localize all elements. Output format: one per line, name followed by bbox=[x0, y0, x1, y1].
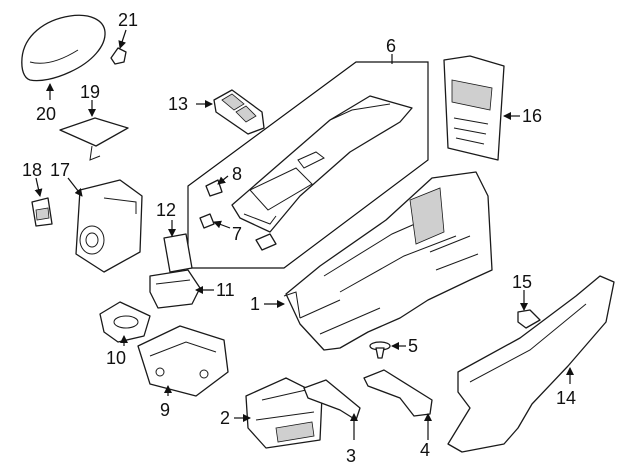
armrest-lid-part bbox=[21, 14, 106, 82]
tray-11-part bbox=[149, 269, 201, 309]
callout-8: 8 bbox=[232, 164, 242, 184]
side-trim-part bbox=[447, 275, 615, 453]
callout-3: 3 bbox=[346, 446, 356, 466]
callout-14: 14 bbox=[556, 388, 576, 408]
callout-6: 6 bbox=[386, 36, 396, 56]
storage-bin-part bbox=[75, 179, 143, 273]
callout-7: 7 bbox=[232, 224, 242, 244]
callout-11: 11 bbox=[216, 280, 235, 300]
side-panel-part bbox=[443, 55, 505, 161]
cupholder-insert-part bbox=[99, 301, 151, 343]
support-bracket-part bbox=[245, 377, 323, 449]
callout-16: 16 bbox=[522, 106, 542, 126]
callout-10: 10 bbox=[106, 348, 126, 368]
clip-7-part bbox=[199, 213, 277, 251]
callout-17: 17 bbox=[50, 160, 70, 180]
lower-housing-part bbox=[137, 325, 229, 397]
bracket-4-part bbox=[363, 369, 433, 417]
callout-15: 15 bbox=[512, 272, 532, 292]
callout-13: 13 bbox=[168, 94, 188, 114]
callout-1: 1 bbox=[250, 294, 260, 314]
clip-15-part bbox=[517, 309, 541, 329]
block-18-part bbox=[31, 197, 53, 227]
callout-12: 12 bbox=[156, 200, 176, 220]
callout-5: 5 bbox=[408, 336, 418, 356]
mat-pad-part bbox=[59, 117, 129, 161]
switch-assembly-part bbox=[213, 89, 265, 135]
callout-labels: 20 21 19 13 6 16 8 18 17 12 7 11 1 15 5 … bbox=[22, 10, 576, 466]
leader-lines bbox=[34, 29, 574, 440]
callout-21: 21 bbox=[118, 10, 138, 30]
callout-4: 4 bbox=[420, 440, 430, 460]
callout-2: 2 bbox=[220, 408, 230, 428]
bracket-12-part bbox=[163, 233, 193, 273]
console-base-part bbox=[283, 171, 493, 351]
callout-19: 19 bbox=[80, 82, 100, 102]
fastener-5-part bbox=[369, 341, 391, 359]
callout-18: 18 bbox=[22, 160, 42, 180]
lid-clip-part bbox=[110, 47, 127, 65]
callout-20: 20 bbox=[36, 104, 56, 124]
callout-9: 9 bbox=[160, 400, 170, 420]
